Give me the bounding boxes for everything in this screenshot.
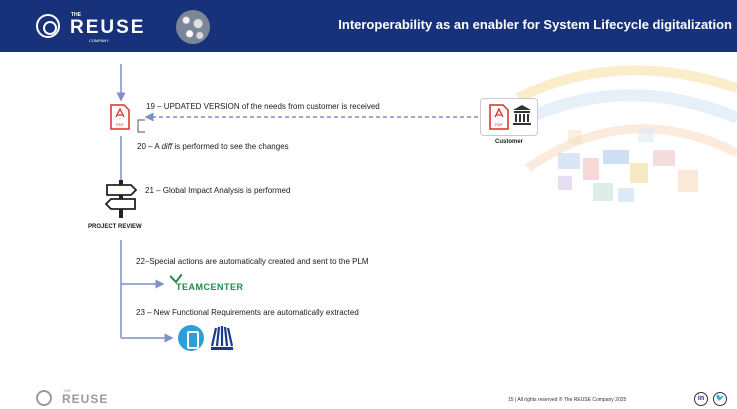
slide-header: THE REUSE COMPANY Interoperability as an… xyxy=(0,0,737,52)
customer-pdf-label: PDF xyxy=(495,122,504,127)
step-20-prefix: 20 – A xyxy=(137,142,162,151)
linkedin-icon[interactable]: in xyxy=(694,392,708,406)
step-23-text: 23 – New Functional Requirements are aut… xyxy=(136,308,359,317)
slide-title: Interoperability as an enabler for Syste… xyxy=(338,17,732,32)
step-21-text: 21 – Global Impact Analysis is performed xyxy=(145,186,291,195)
customer-pdf-icon: PDF xyxy=(489,104,509,130)
logo-name: REUSE xyxy=(70,17,146,38)
footer-logo-the: THE xyxy=(63,388,71,393)
step-20-diff: diff xyxy=(161,142,173,151)
palladio-tool-icon xyxy=(210,326,234,350)
footer-logo-icon xyxy=(36,390,52,406)
project-review-label: PROJECT REVIEW xyxy=(88,224,142,230)
app-tool-icon xyxy=(178,325,204,351)
bank-icon xyxy=(513,105,531,125)
pdf-label: PDF xyxy=(116,122,125,127)
twitter-icon[interactable]: 🐦 xyxy=(713,392,727,406)
step-20-text: 20 – A diff is performed to see the chan… xyxy=(137,142,289,151)
reuse-logo-icon xyxy=(36,14,60,38)
teamcenter-icon xyxy=(170,274,182,284)
footer-logo-name: REUSE xyxy=(62,392,109,406)
logo-company: COMPANY xyxy=(89,38,109,43)
signpost-icon xyxy=(104,180,138,218)
footer-copyright: 15 | All rights reserved ® The REUSE Com… xyxy=(508,397,627,403)
customer-label: Customer xyxy=(495,139,524,145)
step-20-suffix: is performed to see the changes xyxy=(172,142,289,151)
globe-icon xyxy=(176,10,210,44)
logo-the: THE xyxy=(71,12,81,18)
teamcenter-logo: TEAMCENTER xyxy=(176,282,244,292)
diff-icon xyxy=(137,119,145,133)
step-22-text: 22–Special actions are automatically cre… xyxy=(136,257,369,266)
pdf-icon: PDF xyxy=(110,104,130,130)
step-19-text: 19 – UPDATED VERSION of the needs from c… xyxy=(146,102,380,111)
